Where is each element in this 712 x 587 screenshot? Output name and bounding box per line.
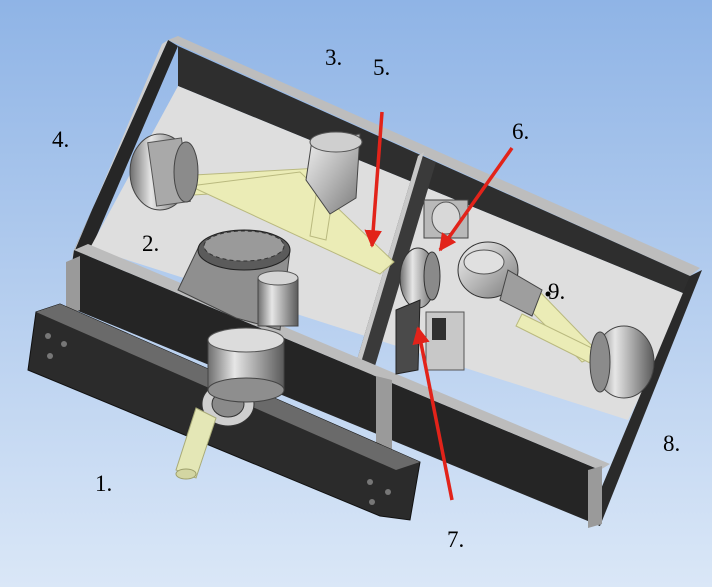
housing-left-wall [74, 40, 178, 256]
label-5: 5. [373, 55, 391, 80]
housing-corner-post [588, 466, 602, 528]
label-4: 4. [52, 127, 70, 152]
light-beam-paths [175, 167, 601, 367]
label-1: 1. [95, 471, 113, 496]
detector-component-9 [457, 241, 543, 317]
mirror-component-8 [589, 325, 655, 399]
grating-turret-component-2 [177, 229, 299, 331]
pointer-arrows [364, 111, 514, 501]
label-7: 7. [447, 527, 465, 552]
input-fiber [175, 407, 217, 480]
input-cylinder [207, 327, 285, 403]
arrow-6 [438, 146, 514, 252]
housing-front-wall [66, 250, 600, 526]
arrow-7 [412, 326, 454, 501]
mirror-component-3 [305, 131, 363, 215]
housing-corner-post [66, 256, 80, 316]
label-2: 2. [142, 231, 160, 256]
label-9: 9. [548, 279, 566, 304]
housing-back-wall [178, 46, 690, 296]
component-9-marker-dot [545, 291, 551, 297]
mirror-component-4 [129, 133, 199, 211]
label-3: 3. [325, 45, 343, 70]
housing-corner-post [376, 376, 392, 450]
housing-right-wall [588, 270, 702, 526]
housing-divider-wall [354, 156, 436, 376]
housing-top-rim [168, 36, 700, 276]
arrow-5 [364, 111, 384, 248]
shutter-component-7 [395, 299, 465, 375]
label-8: 8. [663, 431, 681, 456]
label-6: 6. [512, 119, 530, 144]
